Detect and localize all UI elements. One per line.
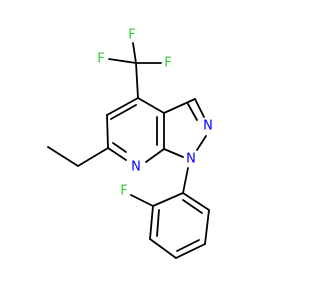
fluorine-atom-label-right: F [164,56,171,71]
nitrogen-atom-label-pyrazole-n1: N [186,152,196,167]
bond-n2-n1 [196,135,207,151]
bond-n7-c7a [145,148,165,163]
fluorine-atom-label-top: F [128,28,135,43]
bond-c4-cf3 [135,62,139,99]
bond-c3-n2-double [187,103,198,121]
bond-phenyl-c4-c5 [175,243,206,259]
bonds [47,42,210,259]
bond-c5-c6 [106,114,109,149]
bond-c6-n7-double [112,142,127,153]
bond-n1-phenyl-c1 [182,167,189,194]
bond-c6-ethyl-ch2 [77,147,109,167]
nitrogen-atom-label-pyrazole-n2: N [203,119,213,134]
bond-n1-c7a [163,148,184,158]
bond-c3a-c3 [163,98,196,114]
fluorine-atom-label-phenyl: F [120,184,127,199]
bond-phenyl-c3-c4 [149,238,177,259]
nitrogen-atom-label-pyridine: N [131,160,141,175]
bond-phenyl-c4-c5-double [176,239,200,252]
bond-phenyl-c6-c1-double [182,199,203,214]
bond-phenyl-c2-c3-double [156,209,160,237]
bond-phenyl-c2-c3 [149,205,154,240]
bond-c4-c3a [137,97,165,114]
bond-phenyl-c2-f [130,194,154,207]
molecule-structure-diagram: F F F N N N F [0,0,300,300]
bond-phenyl-c6-c1 [182,192,210,211]
bond-c4-c5 [106,97,139,116]
fluorine-atom-label-left: F [97,52,104,67]
bond-ethyl-ch2-ch3 [47,146,79,167]
bond-phenyl-c5-c6 [204,209,210,245]
bond-c4-c5-double [110,104,137,120]
bond-c3-n2 [194,98,205,118]
bond-phenyl-c1-c2 [152,192,184,207]
bond-c6-n7 [107,147,127,161]
bond-cf3-c-f-left [108,58,137,64]
atom-labels: F F F N N N F [97,28,213,199]
diagram-background [0,0,300,300]
bond-cf3-c-f-top [132,42,137,64]
